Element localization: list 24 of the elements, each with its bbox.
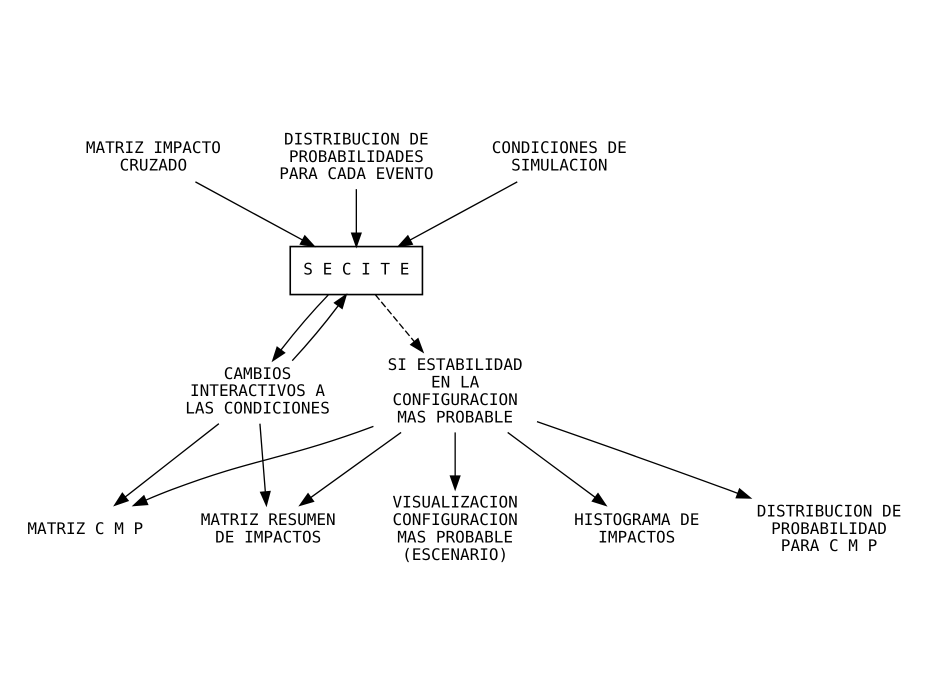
arrow [113,423,220,506]
node-text: CONDICIONES DE SIMULACION [492,138,627,175]
arrow [298,432,402,507]
node-text: MATRIZ IMPACTO CRUZADO [86,138,221,175]
arrow [536,421,752,499]
node-text: DISTRIBUCION DE PROBABILIDAD PARA C M P [756,501,902,556]
node-text: VISUALIZACION CONFIGURACION MAS PROBABLE (ESCENARIO) [392,492,518,564]
node-text: MATRIZ RESUMEN DE IMPACTOS [200,510,336,546]
arrow [272,294,329,362]
arrow [132,426,374,506]
arrow [292,293,348,362]
node-text: HISTOGRAMA DE IMPACTOS [574,510,700,546]
node-text: MATRIZ C M P [27,518,144,538]
node-text: CAMBIOS INTERACTIVOS A LAS CONDICIONES [185,364,330,418]
arrow [507,432,608,507]
arrow [350,189,362,249]
arrow [396,181,518,248]
arrow [374,294,424,354]
arrow [259,424,271,508]
node-text: SI ESTABILIDAD EN LA CONFIGURACION MAS PROBABLE [388,355,523,426]
node-text: DISTRIBUCION DE PROBABILIDADES PARA CADA EVENTO [279,130,434,184]
node-box: S E C I T E [289,246,424,296]
arrow [450,432,461,492]
arrow [195,181,316,248]
